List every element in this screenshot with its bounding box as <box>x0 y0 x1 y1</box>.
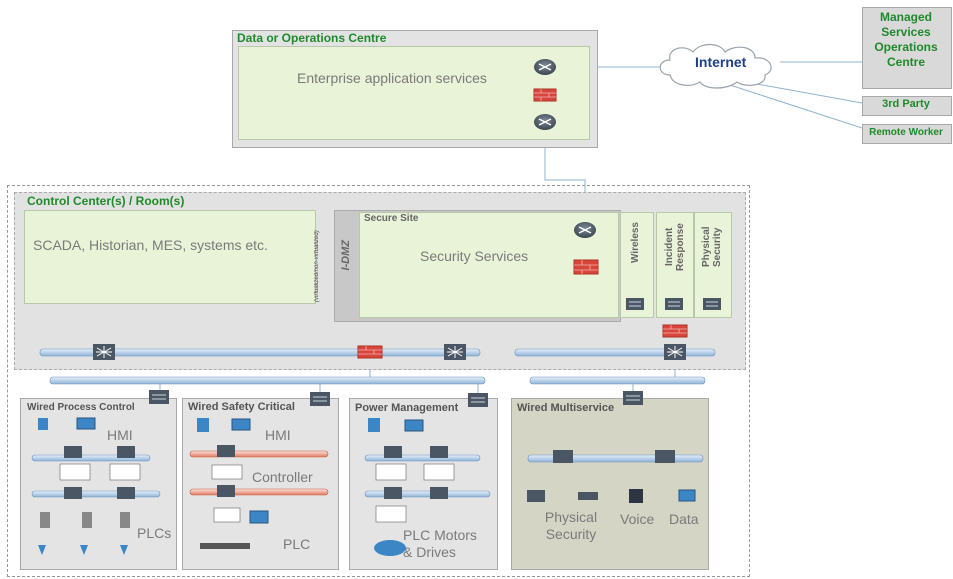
scada-label: SCADA, Historian, MES, systems etc. <box>33 237 268 253</box>
enterprise-panel <box>238 46 590 140</box>
data-label: Data <box>669 511 699 527</box>
multiservice-physical-security-label: Physical Security <box>544 509 598 542</box>
physical-security-label: Physical Security <box>701 226 723 268</box>
safety-hmi-label: HMI <box>265 427 291 443</box>
enterprise-label: Enterprise application services <box>297 70 487 86</box>
security-services-label: Security Services <box>420 248 529 264</box>
zone-process-control <box>20 398 177 570</box>
zone-power-management-title: Power Management <box>355 402 459 414</box>
controller-label: Controller <box>252 469 313 485</box>
zone-process-control-title: Wired Process Control <box>27 402 135 413</box>
plant-boundary <box>7 185 750 577</box>
managed-services-box <box>862 7 952 89</box>
secure-site-panel <box>359 212 619 318</box>
third-party-box <box>862 96 952 116</box>
wireless-label: Wireless <box>630 222 641 264</box>
secure-site-title: Secure Site <box>364 213 419 224</box>
remote-worker-box <box>862 124 952 144</box>
virtualized-note: (virtualized/non-virtualized) <box>314 230 320 302</box>
data-centre-title: Data or Operations Centre <box>237 31 387 45</box>
remote-worker-label: Remote Worker <box>869 127 943 138</box>
managed-services-label: Managed Services Operations Centre <box>874 10 938 69</box>
zone-multiservice-title: Wired Multiservice <box>517 402 615 414</box>
internet-label: Internet <box>695 54 747 70</box>
internet-cloud-icon <box>659 43 772 89</box>
scada-panel <box>24 210 316 304</box>
incident-response-label: Incident Response <box>664 223 686 271</box>
third-party-label: 3rd Party <box>882 98 930 110</box>
voice-label: Voice <box>620 511 655 527</box>
control-center-title: Control Center(s) / Room(s) <box>27 194 185 208</box>
plcs-label: PLCs <box>137 525 172 541</box>
process-hmi-label: HMI <box>107 427 133 443</box>
idmz-label: I-DMZ <box>340 240 352 271</box>
motors-label: PLC Motors & Drives <box>403 527 477 560</box>
plc-label: PLC <box>283 536 311 552</box>
zone-multiservice <box>511 398 709 570</box>
zone-safety-critical-title: Wired Safety Critical <box>188 401 295 413</box>
